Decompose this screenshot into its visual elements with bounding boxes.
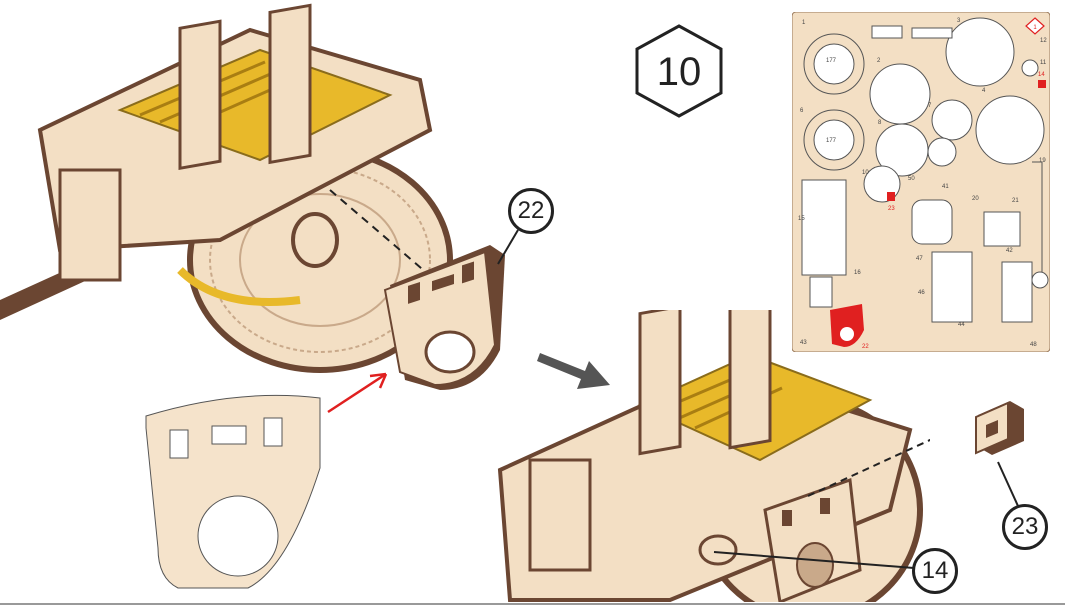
sheet-label-4: 4 [982,88,986,94]
callout-part-23-label: 23 [1011,513,1039,540]
part-23-3d [975,401,1024,455]
parts-sheet: 1 1 3 6 2 4 7 8 10 12 11 19 14 15 16 20 … [792,12,1050,352]
sheet-label-2: 2 [877,58,881,64]
sheet-label-23: 23 [888,206,895,212]
sheet-label-15: 15 [798,216,805,222]
rubber-band-loop [177,267,301,306]
gray-arrow [537,353,610,389]
callout-part-22: 22 [508,188,554,234]
sheet-label-21: 21 [1012,198,1019,204]
step-number: 10 [657,50,702,94]
sheet-label-42: 42 [1006,248,1013,254]
part-14-connector [291,212,339,268]
initial-assembly-illustration [0,3,453,373]
callout-14-leader [713,551,915,569]
sheet-part-22-highlight [830,304,864,347]
callout-22-leader [497,229,519,265]
red-arrow [327,372,388,414]
sheet-label-177-b: 177 [826,138,837,144]
sheet-label-14: 14 [1038,72,1045,78]
sheet-label-44: 44 [958,322,965,328]
sheet-label-6: 6 [800,108,804,114]
sheet-number: 1 [1033,25,1037,31]
sheet-label-1: 1 [802,20,806,26]
sheet-label-7: 7 [928,103,932,109]
sheet-label-16: 16 [854,270,861,276]
callout-23-leader [997,461,1019,507]
sheet-label-20: 20 [972,196,979,202]
guide-line-22 [329,189,436,281]
sheet-label-41: 41 [942,184,949,190]
sheet-part-23-highlight [887,192,895,201]
callout-part-14-label: 14 [921,557,949,584]
part-22-flat-drawing [145,394,321,589]
sheet-label-8: 8 [878,120,882,126]
part-14-connector [698,534,738,566]
part-22-3d [383,245,505,390]
callout-part-14: 14 [912,548,958,594]
sheet-label-11: 11 [1040,60,1047,66]
step-number-badge: 10 [635,24,723,118]
sheet-label-12: 12 [1040,38,1047,44]
sheet-label-22: 22 [862,344,869,350]
bottom-rule [0,603,1065,605]
callout-part-23: 23 [1002,504,1048,550]
sheet-label-43: 43 [800,340,807,346]
sheet-label-46: 46 [918,290,925,296]
sheet-label-3: 3 [957,18,961,24]
sheet-label-177-a: 177 [826,58,837,64]
sheet-label-47: 47 [916,256,923,262]
sheet-label-48: 48 [1030,342,1037,348]
final-assembly-illustration [497,310,930,602]
sheet-label-10: 10 [862,170,869,176]
sheet-number-badge [1025,17,1045,35]
callout-part-22-label: 22 [517,197,545,224]
sheet-label-50: 50 [908,176,915,182]
sheet-label-19: 19 [1039,158,1046,164]
